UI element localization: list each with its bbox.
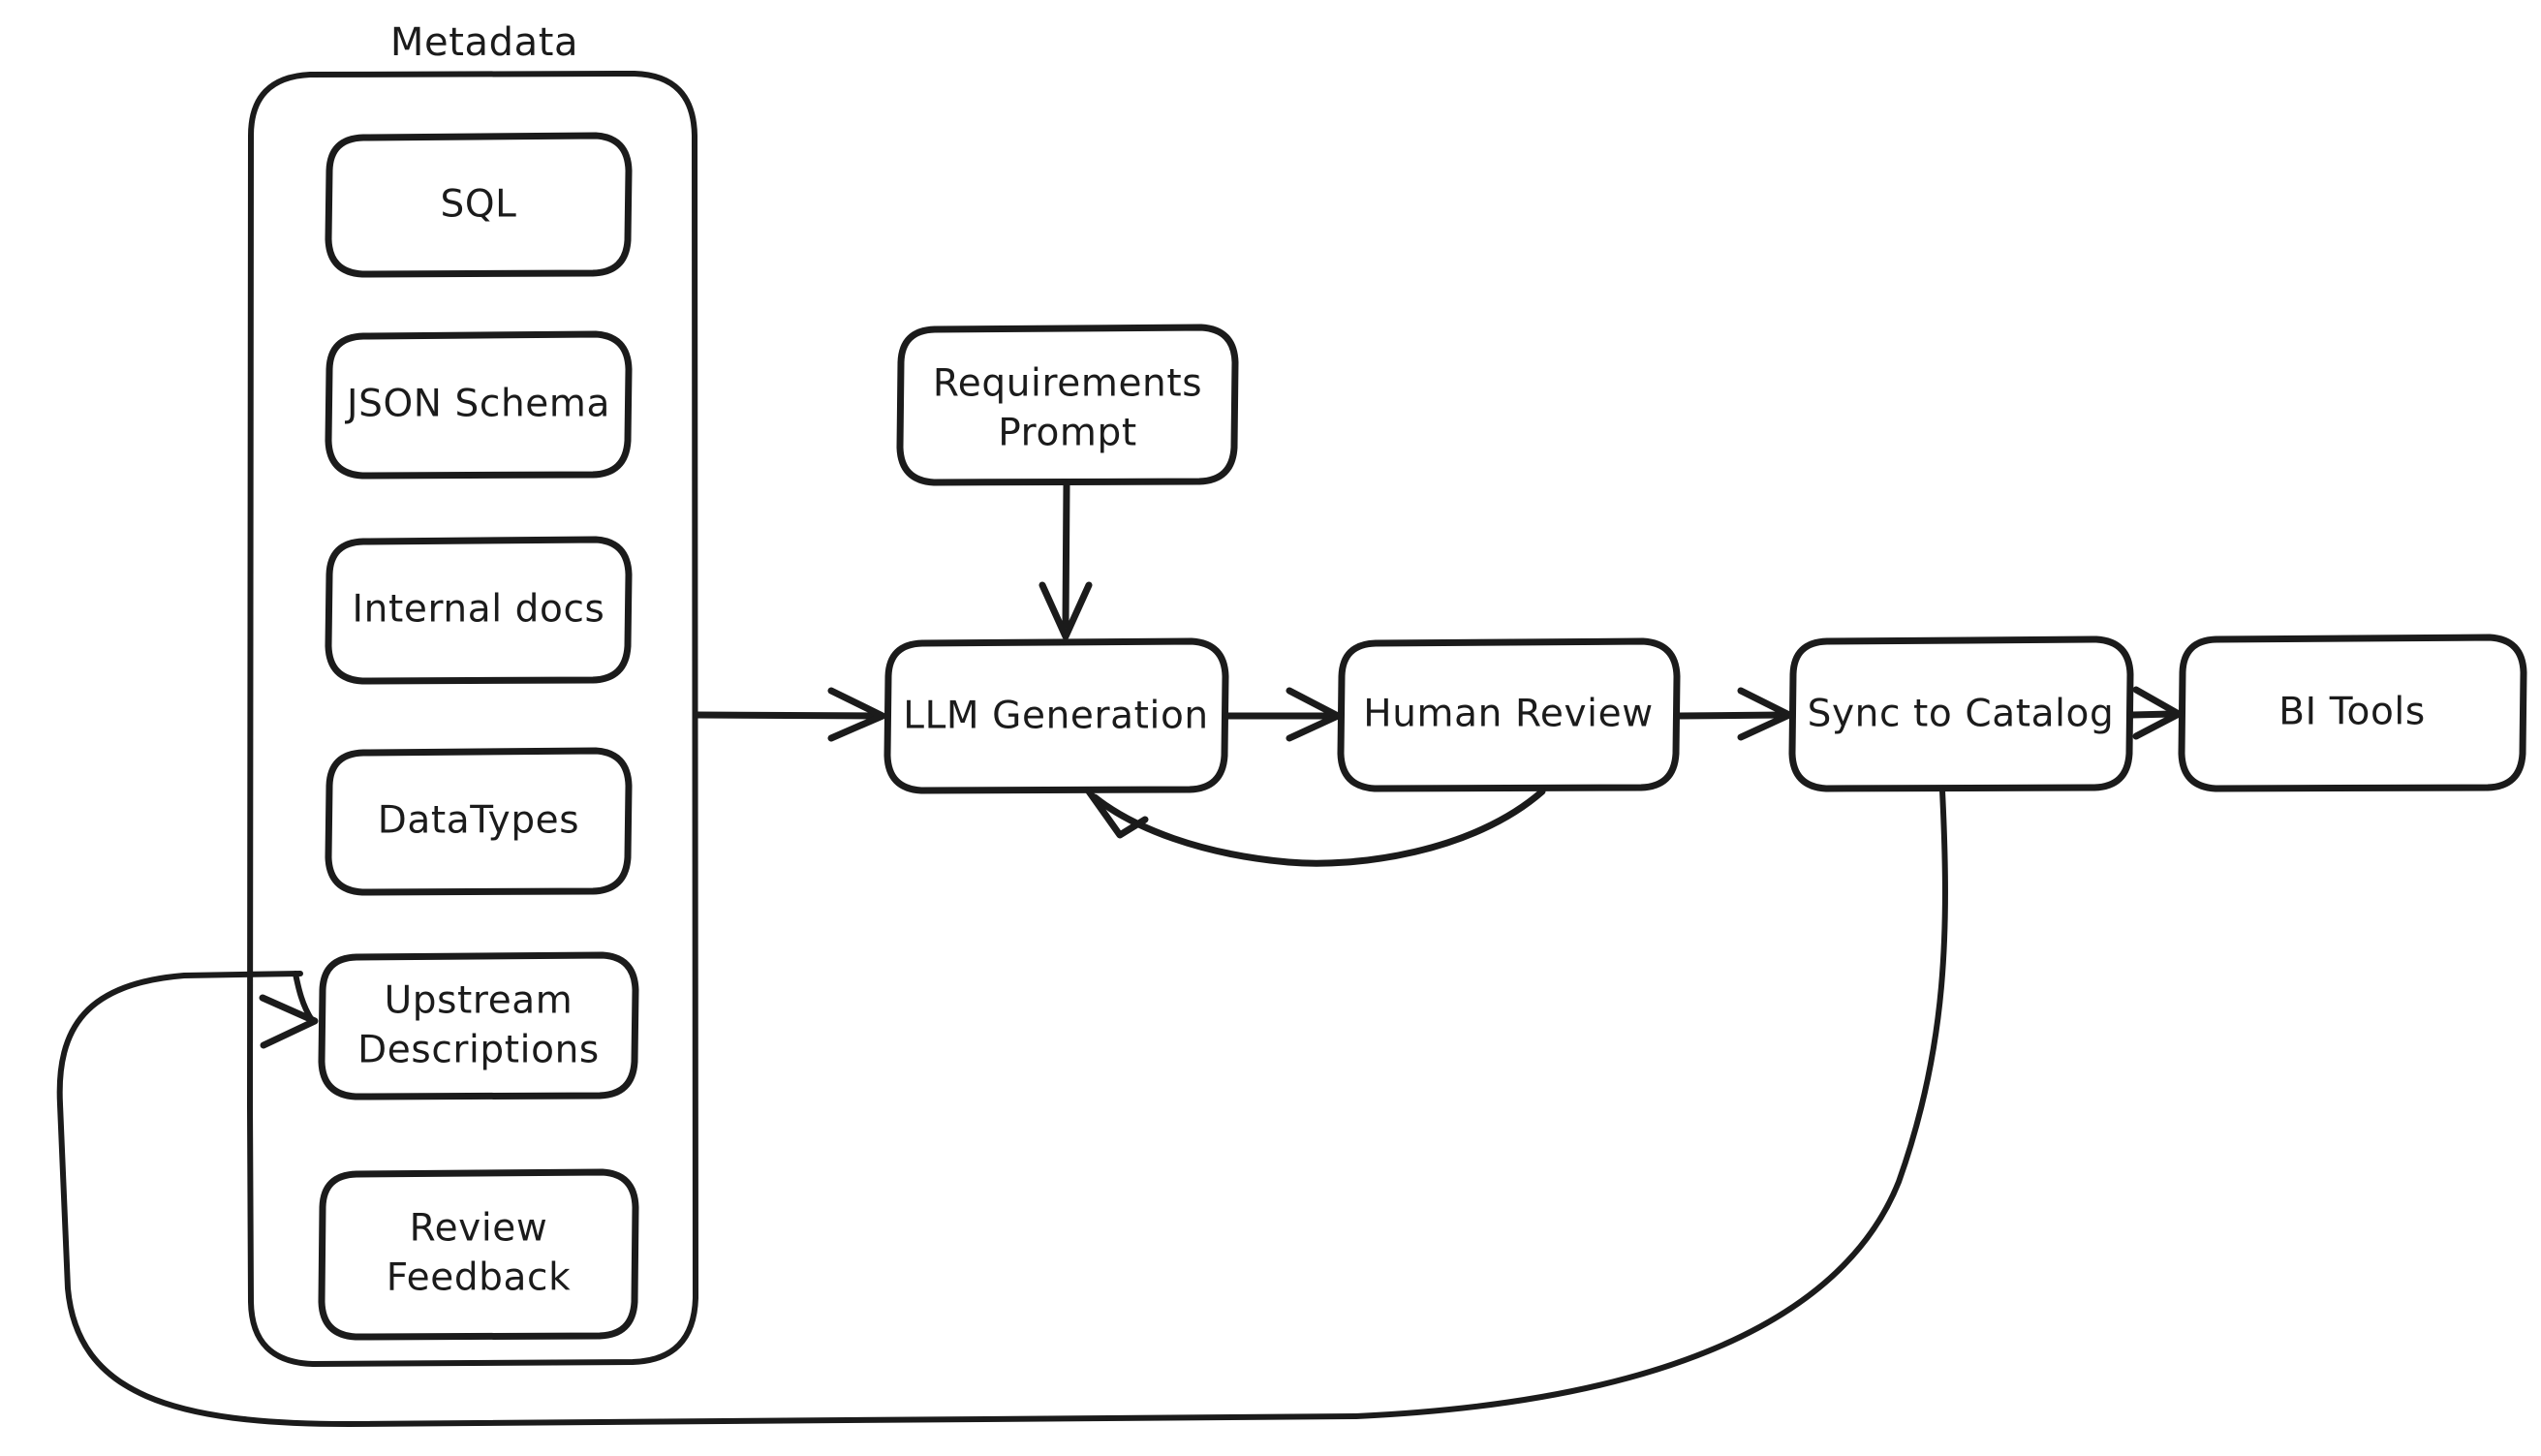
json-schema-box [325, 330, 633, 480]
edge-feedback-arrowhead [1085, 788, 1149, 839]
requirements-prompt-box [896, 324, 1239, 486]
edge-long-loop-curve [56, 788, 1948, 1427]
edge-metadata-to-llm-generation [693, 687, 886, 742]
edge-human-review-to-sync-arrowhead [1737, 687, 1793, 741]
metadata-group-title: Metadata [390, 20, 578, 65]
internal-docs-box [325, 536, 633, 685]
json-schema-label: JSON Schema [344, 383, 610, 426]
edge-llm-to-human-review [1224, 687, 1342, 742]
edge-sync-to-upstream-descriptions [56, 788, 1948, 1427]
node-llm-generation[interactable]: LLM Generation [883, 637, 1229, 794]
node-requirements-prompt[interactable]: Requirements Prompt [896, 324, 1239, 486]
human-review-box [1337, 637, 1681, 792]
edge-human-review-to-sync-line [1675, 711, 1786, 720]
edge-feedback-curve [1091, 788, 1546, 867]
node-sync-to-catalog[interactable]: Sync to Catalog [1788, 635, 2134, 792]
edge-long-loop-tail [293, 971, 315, 1023]
metadata-item-review-feedback[interactable]: Review Feedback [318, 1168, 639, 1341]
sync-to-catalog-box [1788, 635, 2134, 792]
sql-box [325, 132, 633, 278]
sync-to-catalog-label: Sync to Catalog [1808, 693, 2115, 736]
edge-requirements-to-llm-line [1062, 480, 1070, 629]
llm-generation-label: LLM Generation [903, 695, 1208, 738]
upstream-descriptions-box [318, 951, 639, 1100]
requirements-prompt-label-line1: Requirements [933, 362, 1202, 406]
node-human-review[interactable]: Human Review [1337, 637, 1681, 792]
bi-tools-box [2178, 634, 2527, 792]
datatypes-box [325, 747, 633, 896]
metadata-item-datatypes[interactable]: DataTypes [325, 747, 633, 896]
review-feedback-label-line2: Feedback [387, 1256, 572, 1300]
internal-docs-label: Internal docs [353, 588, 605, 632]
edge-human-review-feedback-to-llm [1085, 788, 1546, 867]
edge-human-review-to-sync [1675, 687, 1793, 741]
edge-sync-to-bi-tools [2128, 686, 2183, 740]
datatypes-label: DataTypes [378, 799, 579, 843]
node-bi-tools[interactable]: BI Tools [2178, 634, 2527, 792]
llm-generation-box [883, 637, 1229, 794]
metadata-item-sql[interactable]: SQL [325, 132, 633, 278]
metadata-item-internal-docs[interactable]: Internal docs [325, 536, 633, 685]
human-review-label: Human Review [1363, 693, 1653, 736]
requirements-prompt-label-line2: Prompt [998, 412, 1137, 455]
edge-long-loop-arrowhead [259, 994, 319, 1049]
upstream-descriptions-label-line1: Upstream [385, 979, 573, 1023]
metadata-item-json-schema[interactable]: JSON Schema [325, 330, 633, 480]
edge-sync-to-bi-tools-arrowhead [2132, 686, 2183, 740]
review-feedback-box [318, 1168, 639, 1341]
edge-metadata-to-llm-arrowhead [827, 687, 886, 742]
review-feedback-label-line1: Review [410, 1207, 548, 1251]
edge-llm-to-human-review-arrowhead [1286, 687, 1342, 742]
edge-requirements-to-llm-generation [1038, 480, 1093, 640]
upstream-descriptions-label-line2: Descriptions [357, 1029, 600, 1072]
edge-metadata-to-llm-line [693, 711, 880, 720]
metadata-item-upstream-descriptions[interactable]: Upstream Descriptions [318, 951, 639, 1100]
sql-label: SQL [441, 183, 517, 227]
bi-tools-label: BI Tools [2278, 691, 2426, 734]
edge-requirements-to-llm-arrowhead [1038, 581, 1093, 640]
edge-sync-to-bi-tools-line [2128, 710, 2176, 719]
